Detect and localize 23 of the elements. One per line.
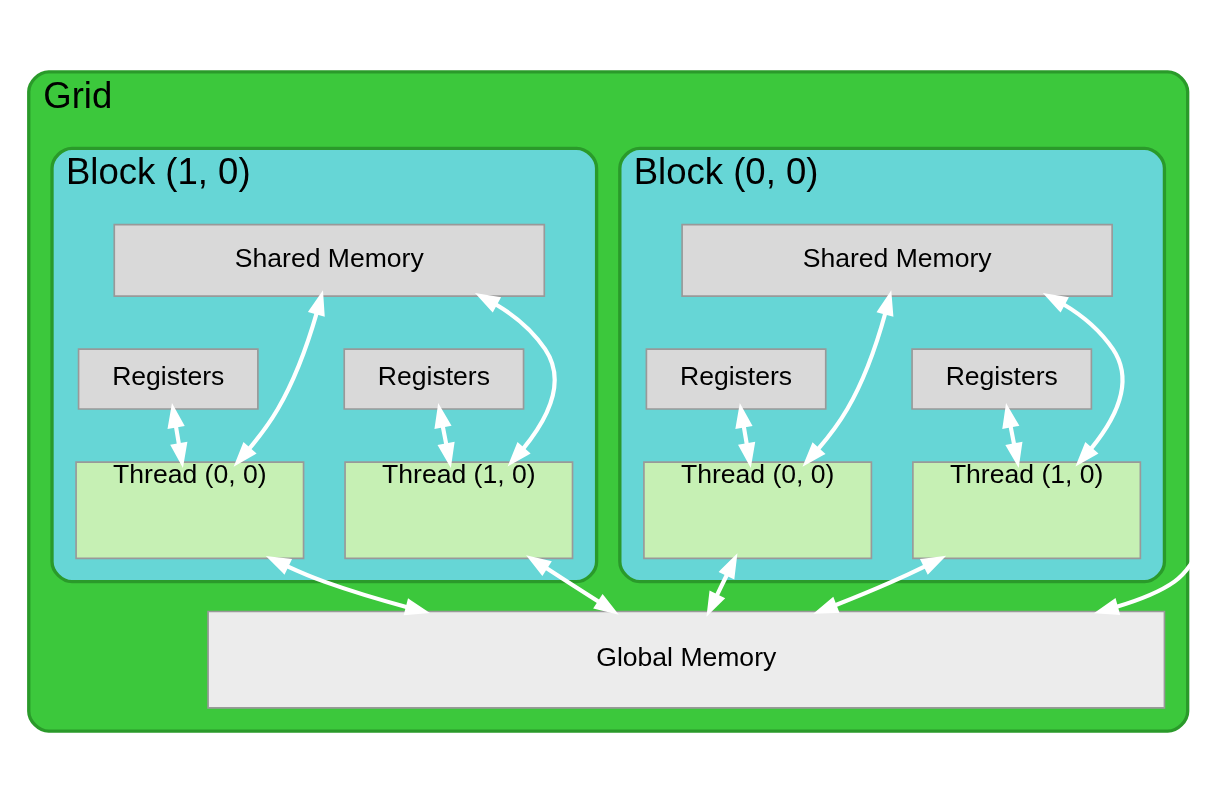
node-box: Shared Memory [113,223,546,297]
arrow [434,402,455,468]
arrow [802,290,894,467]
node-box: Thread (1, 0) [344,461,574,560]
arrow [813,555,947,614]
node-box: Registers [77,348,259,410]
arrow [735,402,756,468]
node-box: Global Memory [207,610,1166,709]
node-box: Registers [645,348,827,410]
node-box: Thread (1, 0) [912,461,1142,560]
arrow [167,402,188,468]
arrow [706,553,738,617]
arrow [233,290,325,467]
arrow [526,555,619,615]
arrow [474,293,557,467]
node-box: Registers [343,348,525,410]
arrow [1042,293,1125,467]
node-box: Thread (0, 0) [75,461,305,560]
arrow [1002,402,1023,468]
node-box: Registers [911,348,1093,410]
node-box: Thread (0, 0) [643,461,873,560]
arrow [265,555,430,616]
node-box: Shared Memory [681,223,1113,297]
